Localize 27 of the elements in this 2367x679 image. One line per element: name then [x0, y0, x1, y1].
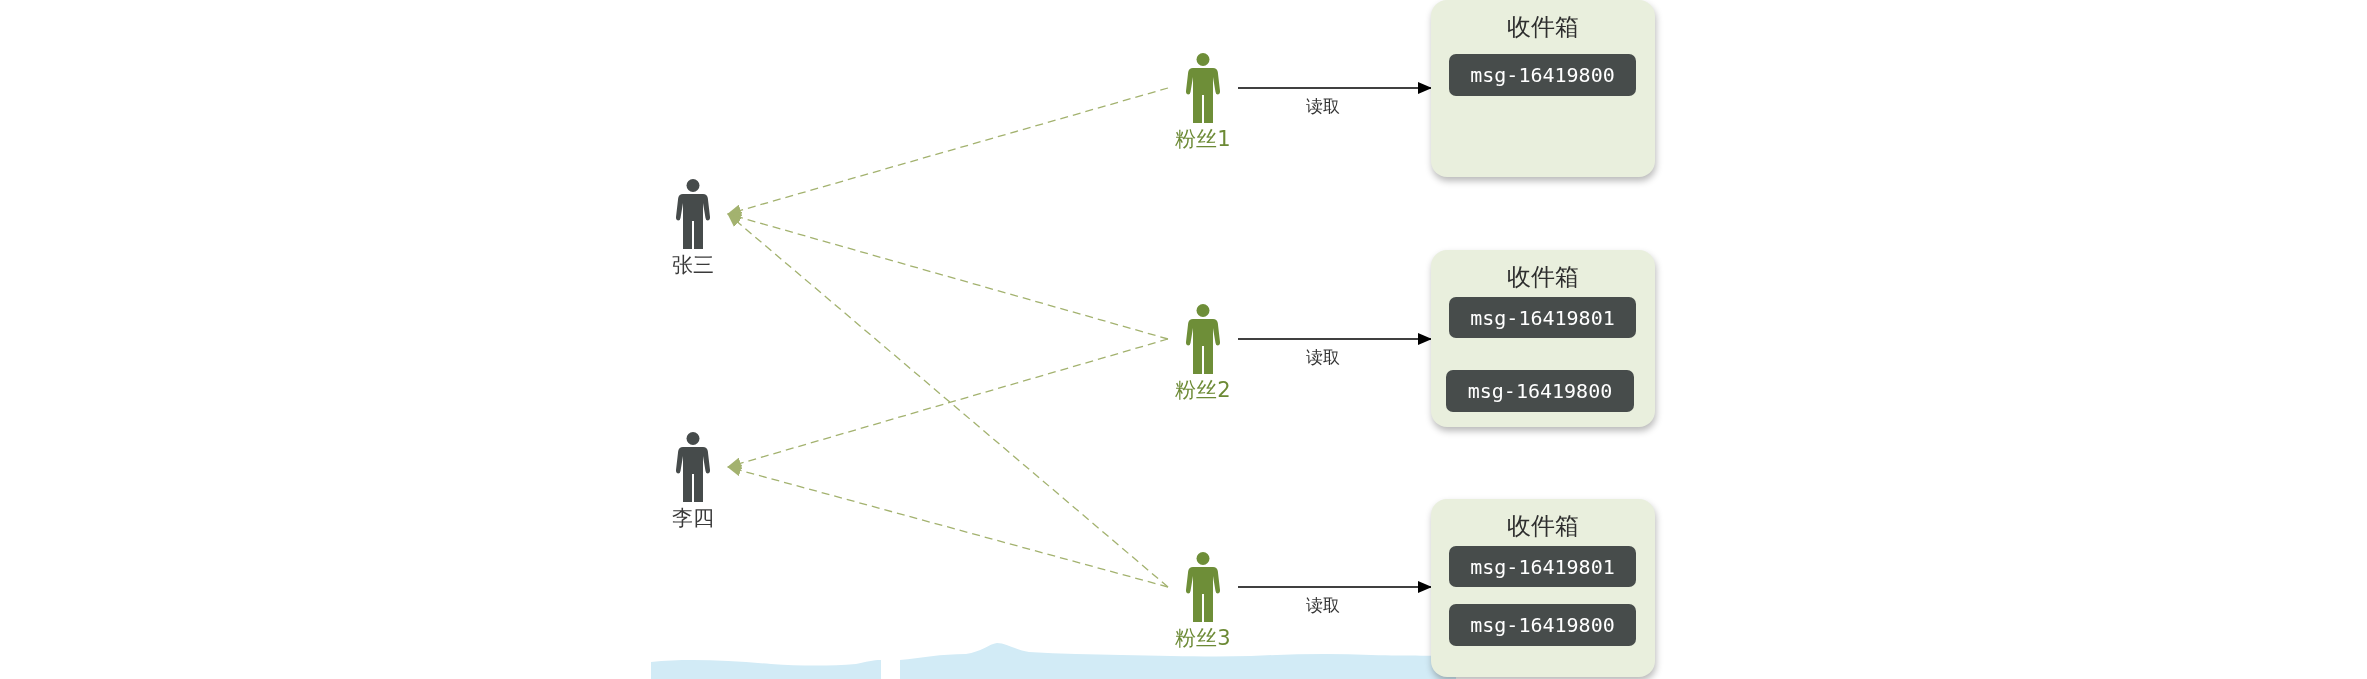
message-item: msg-16419800: [1449, 604, 1636, 646]
message-item: msg-16419800: [1449, 54, 1636, 96]
person-name: 张三: [672, 253, 714, 277]
inbox-panel: [1431, 0, 1655, 177]
inbox-panel: [1431, 250, 1655, 427]
dashed-arrow: [727, 87, 1169, 217]
inbox-panel: [1431, 499, 1655, 677]
dashed-arrow: [727, 213, 1169, 588]
person-name: 李四: [672, 506, 714, 530]
message-item: msg-16419800: [1446, 370, 1634, 412]
edge-label: 读取: [1305, 347, 1340, 367]
arrow: [1237, 333, 1432, 345]
arrow: [1237, 581, 1432, 593]
message-item: msg-16419801: [1449, 546, 1636, 587]
dashed-arrow: [727, 338, 1169, 470]
message-item: msg-16419801: [1449, 297, 1636, 338]
inbox-title: 收件箱: [1507, 511, 1579, 541]
person-name: 粉丝1: [1175, 127, 1231, 151]
inbox-title: 收件箱: [1507, 262, 1579, 292]
dashed-arrow: [727, 464, 1169, 588]
dashed-arrow: [727, 211, 1169, 340]
person-name: 粉丝2: [1175, 378, 1231, 402]
inbox-title: 收件箱: [1507, 12, 1579, 42]
edge-label: 读取: [1305, 595, 1340, 615]
arrow: [1237, 82, 1432, 94]
person-name: 粉丝3: [1175, 626, 1231, 650]
edge-label: 读取: [1305, 96, 1340, 116]
